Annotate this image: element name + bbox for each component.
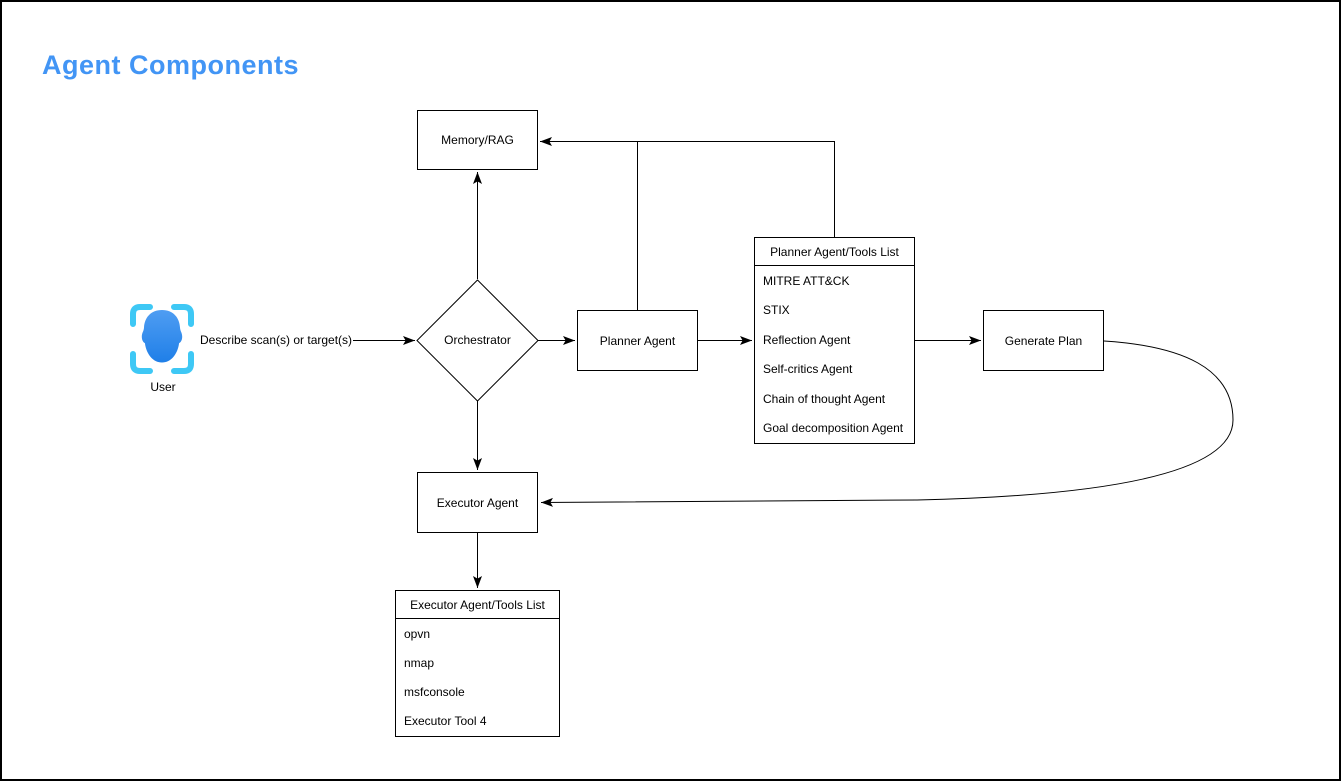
user-label: User	[150, 380, 176, 394]
node-orchestrator-label: Orchestrator	[444, 333, 511, 347]
list-item: Executor Tool 4	[404, 714, 487, 729]
edge-planner-tools-to-memory	[540, 137, 835, 237]
list-item: STIX	[763, 303, 790, 318]
executor-tools-list-header: Executor Agent/Tools List	[396, 591, 559, 619]
node-memory-rag-label: Memory/RAG	[441, 133, 514, 147]
node-generate-plan: Generate Plan	[983, 310, 1104, 371]
page-title: Agent Components	[42, 50, 299, 80]
edge-generate-plan-to-executor-curve	[540, 340, 1234, 507]
node-planner-agent-label: Planner Agent	[599, 333, 676, 348]
list-item: Reflection Agent	[763, 332, 851, 347]
node-executor-agent-label: Executor Agent	[436, 495, 519, 510]
list-item: msfconsole	[404, 685, 465, 700]
scan-brackets-icon	[130, 304, 194, 374]
planner-tools-list: Planner Agent/Tools List MITRE ATT&CK ST…	[754, 237, 915, 444]
list-item: Self-critics Agent	[763, 362, 853, 377]
node-generate-plan-label: Generate Plan	[1004, 333, 1083, 348]
list-item: Goal decomposition Agent	[763, 421, 904, 436]
list-item: MITRE ATT&CK	[763, 273, 850, 288]
edge-label-describe-scan: Describe scan(s) or target(s)	[199, 333, 354, 347]
list-item: opvn	[404, 626, 431, 641]
planner-tools-list-header: Planner Agent/Tools List	[755, 238, 914, 266]
orchestrator-diamond-shape	[416, 279, 539, 402]
executor-tools-list: Executor Agent/Tools List opvn nmap msfc…	[395, 590, 560, 737]
node-memory-rag: Memory/RAG	[417, 110, 538, 170]
node-planner-agent: Planner Agent	[577, 310, 698, 371]
user-head-icon	[141, 310, 183, 363]
list-item: nmap	[404, 655, 435, 670]
list-item: Chain of thought Agent	[763, 391, 886, 406]
node-executor-agent: Executor Agent	[417, 472, 538, 533]
user-icon	[130, 304, 194, 374]
